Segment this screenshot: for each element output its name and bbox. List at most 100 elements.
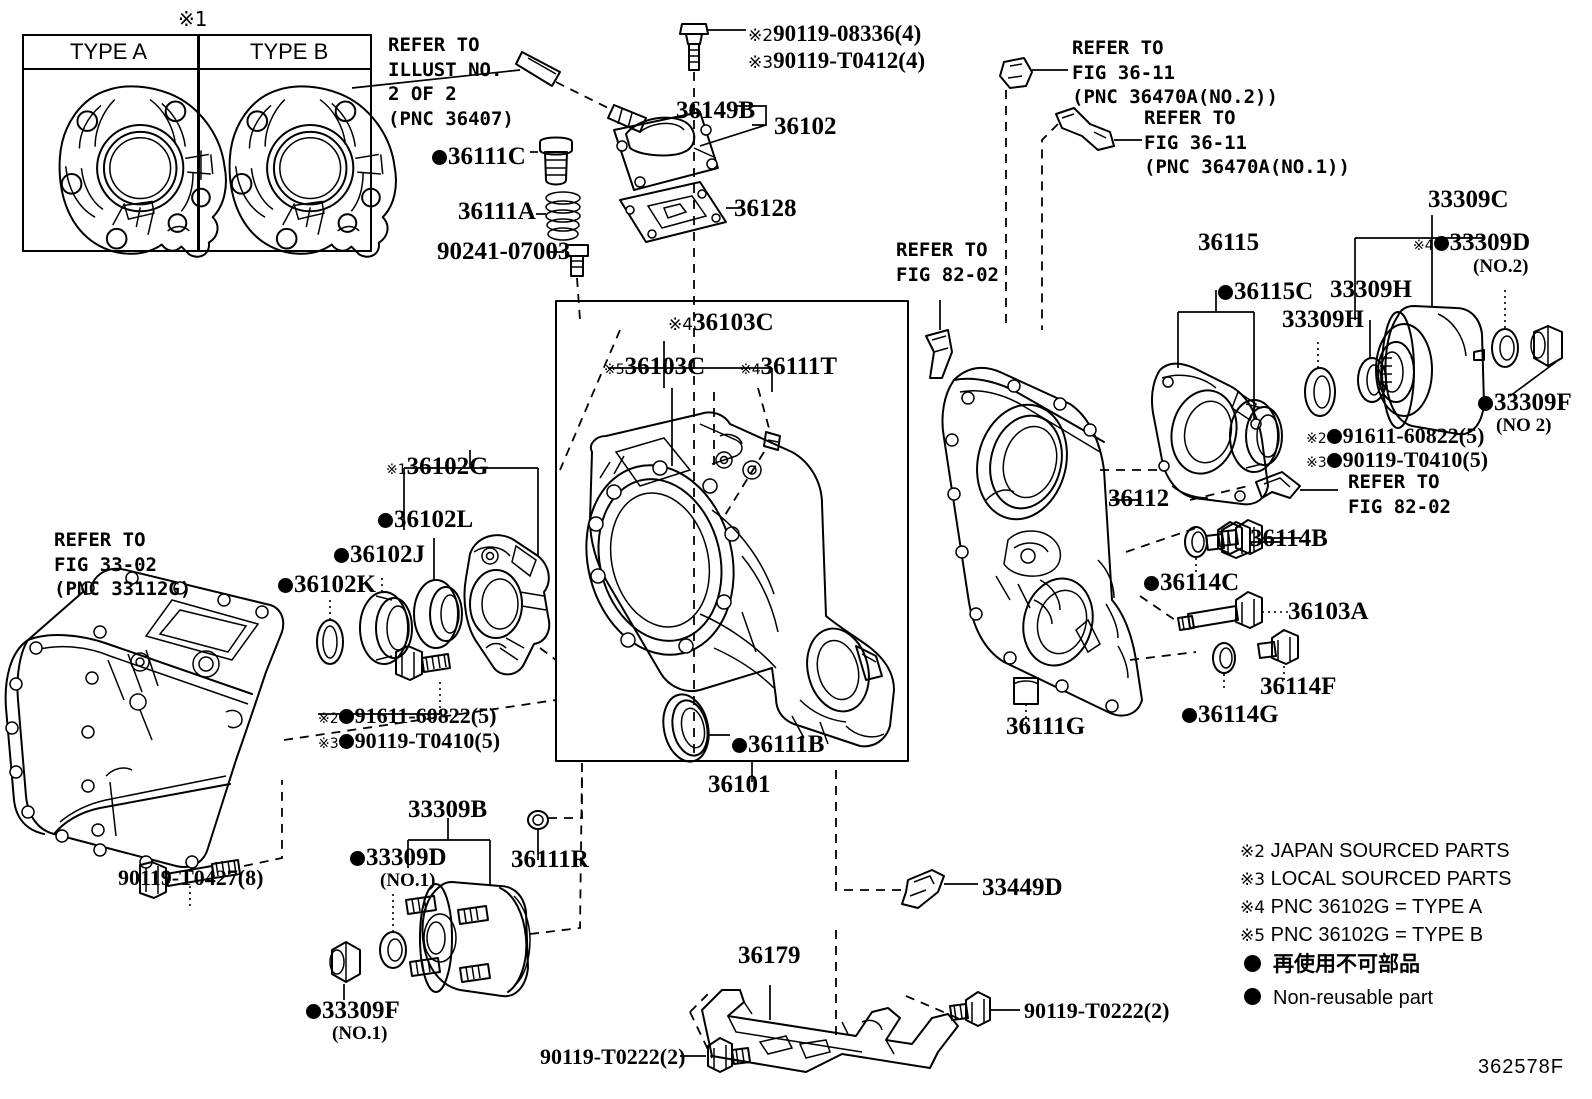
bolt-36114F	[1258, 630, 1298, 684]
c-33309D-no1-sub: (NO.1)	[380, 870, 436, 891]
dash-case-to-box	[284, 700, 556, 740]
dash-flange	[530, 770, 582, 934]
type-a-header: TYPE A	[70, 39, 148, 64]
c-90241-07003: 90241-07003	[437, 238, 571, 265]
part-36128-plate	[620, 182, 740, 242]
c-33309H-1: 33309H	[1282, 306, 1364, 333]
c-36149B: 36149B	[676, 97, 756, 124]
c-36102G: ※136102G	[386, 453, 489, 480]
bolt-90119-T0427	[140, 780, 282, 910]
c-33449D: 33449D	[982, 874, 1063, 901]
c-33309F-no2-sub: (NO 2)	[1496, 415, 1552, 436]
type-table-note-mark: ※1	[178, 7, 208, 31]
bolt-36103A	[1178, 592, 1288, 630]
part-36101-transfer-case	[567, 412, 894, 746]
part-33309B-flange	[406, 818, 530, 996]
c-36102K: 36102K	[278, 570, 376, 600]
c-33309F-no1: 33309F	[306, 996, 400, 1026]
part-36111A-spring	[536, 192, 580, 240]
bolt-90119-T0222-right	[950, 992, 1020, 1026]
c-33309D-no2-sub: (NO.2)	[1473, 256, 1529, 277]
ref-fig82-02-right: REFER TO FIG 82-02	[1348, 471, 1451, 518]
part-33309D-no2-washer	[1492, 290, 1518, 367]
c-33309C: 33309C	[1428, 186, 1509, 213]
ref-fig33-02: REFER TO FIG 33-02 (PNC 33112G)	[54, 529, 192, 601]
part-36114B-bolt-detail	[1206, 522, 1282, 558]
part-36114G-washer	[1213, 643, 1235, 692]
dash-36103A	[1140, 596, 1178, 622]
c-90119-T0427: 90119-T0427(8)	[118, 865, 264, 890]
c-36102J: 36102J	[334, 540, 425, 570]
c-36102: 36102	[774, 113, 837, 140]
legend-symbol-jp: 再使用不可部品	[1244, 952, 1420, 977]
part-90241-07003-screw	[548, 245, 588, 320]
c-36179: 36179	[738, 942, 801, 969]
part-fig82-02-bracket-right	[1256, 472, 1338, 498]
type-b-header: TYPE B	[250, 39, 329, 64]
part-36102G-adapter	[404, 450, 556, 674]
c-33309H-2: 33309H	[1330, 276, 1412, 303]
c-36111G: 36111G	[1006, 713, 1086, 740]
c-90119-T0412: ※390119-T0412(4)	[748, 48, 926, 73]
legend-note-3: ※3 LOCAL SOURCED PARTS	[1240, 868, 1512, 890]
c-36111A: 36111A	[458, 198, 536, 225]
c-36112: 36112	[1108, 485, 1170, 512]
bolt-90119-08336	[680, 24, 746, 70]
type-a-housing-illustration	[60, 86, 226, 256]
c-36111C: 36111C	[432, 142, 526, 172]
ref-fig36-11-no2: REFER TO FIG 36-11 (PNC 36470A(NO.2))	[1072, 37, 1278, 109]
ref-illust-2of2: REFER TO ILLUST NO. 2 OF 2 (PNC 36407)	[388, 34, 514, 131]
bolt-91611-60822-left	[318, 646, 450, 714]
part-33309D-no1-washer	[380, 890, 406, 968]
legend-note-4: ※4 PNC 36102G = TYPE A	[1240, 896, 1483, 918]
part-36111C-plug	[530, 138, 572, 185]
part-36111B-oil-seal	[657, 690, 730, 766]
part-36102K-oring	[317, 600, 343, 664]
c-33309F-no2: 33309F	[1478, 388, 1572, 418]
c-36114B: 36114B	[1250, 525, 1328, 552]
c-33309D-no1: 33309D	[350, 843, 447, 873]
legend-note-2: ※2 JAPAN SOURCED PARTS	[1240, 840, 1510, 862]
legend-symbol-en: Non-reusable part	[1244, 985, 1433, 1013]
c-90119-T0222-left: 90119-T0222(2)	[540, 1044, 686, 1069]
ref-fig36-11-no1: REFER TO FIG 36-11 (PNC 36470A(NO.1))	[1144, 107, 1350, 179]
part-33309C-companion-flange	[1355, 215, 1484, 434]
c-36115: 36115	[1198, 229, 1260, 256]
c-33309F-no1-sub: (NO.1)	[332, 1023, 388, 1044]
part-fig82-02-bracket-left	[926, 300, 952, 378]
part-transmission-case-33112G	[6, 569, 284, 868]
part-36111G-plug	[1014, 678, 1038, 726]
c-36128: 36128	[734, 195, 797, 222]
figure-code: 362578F	[1478, 1056, 1564, 1078]
legend-note-5: ※5 PNC 36102G = TYPE B	[1240, 924, 1484, 946]
part-33309H-ring-1	[1305, 338, 1335, 416]
c-36102L: 36102L	[378, 505, 473, 535]
c-36111T: ※436111T	[740, 353, 838, 380]
c-36114F: 36114F	[1260, 673, 1337, 700]
c-36111B: 36111B	[732, 730, 824, 760]
part-36115C-seal	[1230, 400, 1282, 472]
part-36114C-washer	[1185, 527, 1207, 572]
c-36101: 36101	[708, 771, 771, 798]
part-33449D-clip	[836, 770, 978, 908]
c-33309B: 33309B	[408, 796, 488, 823]
part-36115-bearing-retainer	[1152, 290, 1268, 504]
type-table-divider	[197, 34, 200, 252]
part-36112-rear-case	[942, 368, 1142, 716]
part-33309F-no2-nut	[1510, 326, 1562, 396]
part-fig36-11-no1-bracket	[1042, 108, 1142, 330]
c-90119-08336: ※290119-08336(4)	[748, 21, 922, 46]
c-36103A: 36103A	[1288, 598, 1369, 625]
c-36103C-left: ※536103C	[604, 353, 706, 380]
part-36102L-seal	[414, 538, 462, 648]
main-assembly-frame	[556, 301, 908, 761]
c-36115C: 36115C	[1218, 277, 1313, 307]
ref-fig82-02-left: REFER TO FIG 82-02	[896, 239, 999, 286]
